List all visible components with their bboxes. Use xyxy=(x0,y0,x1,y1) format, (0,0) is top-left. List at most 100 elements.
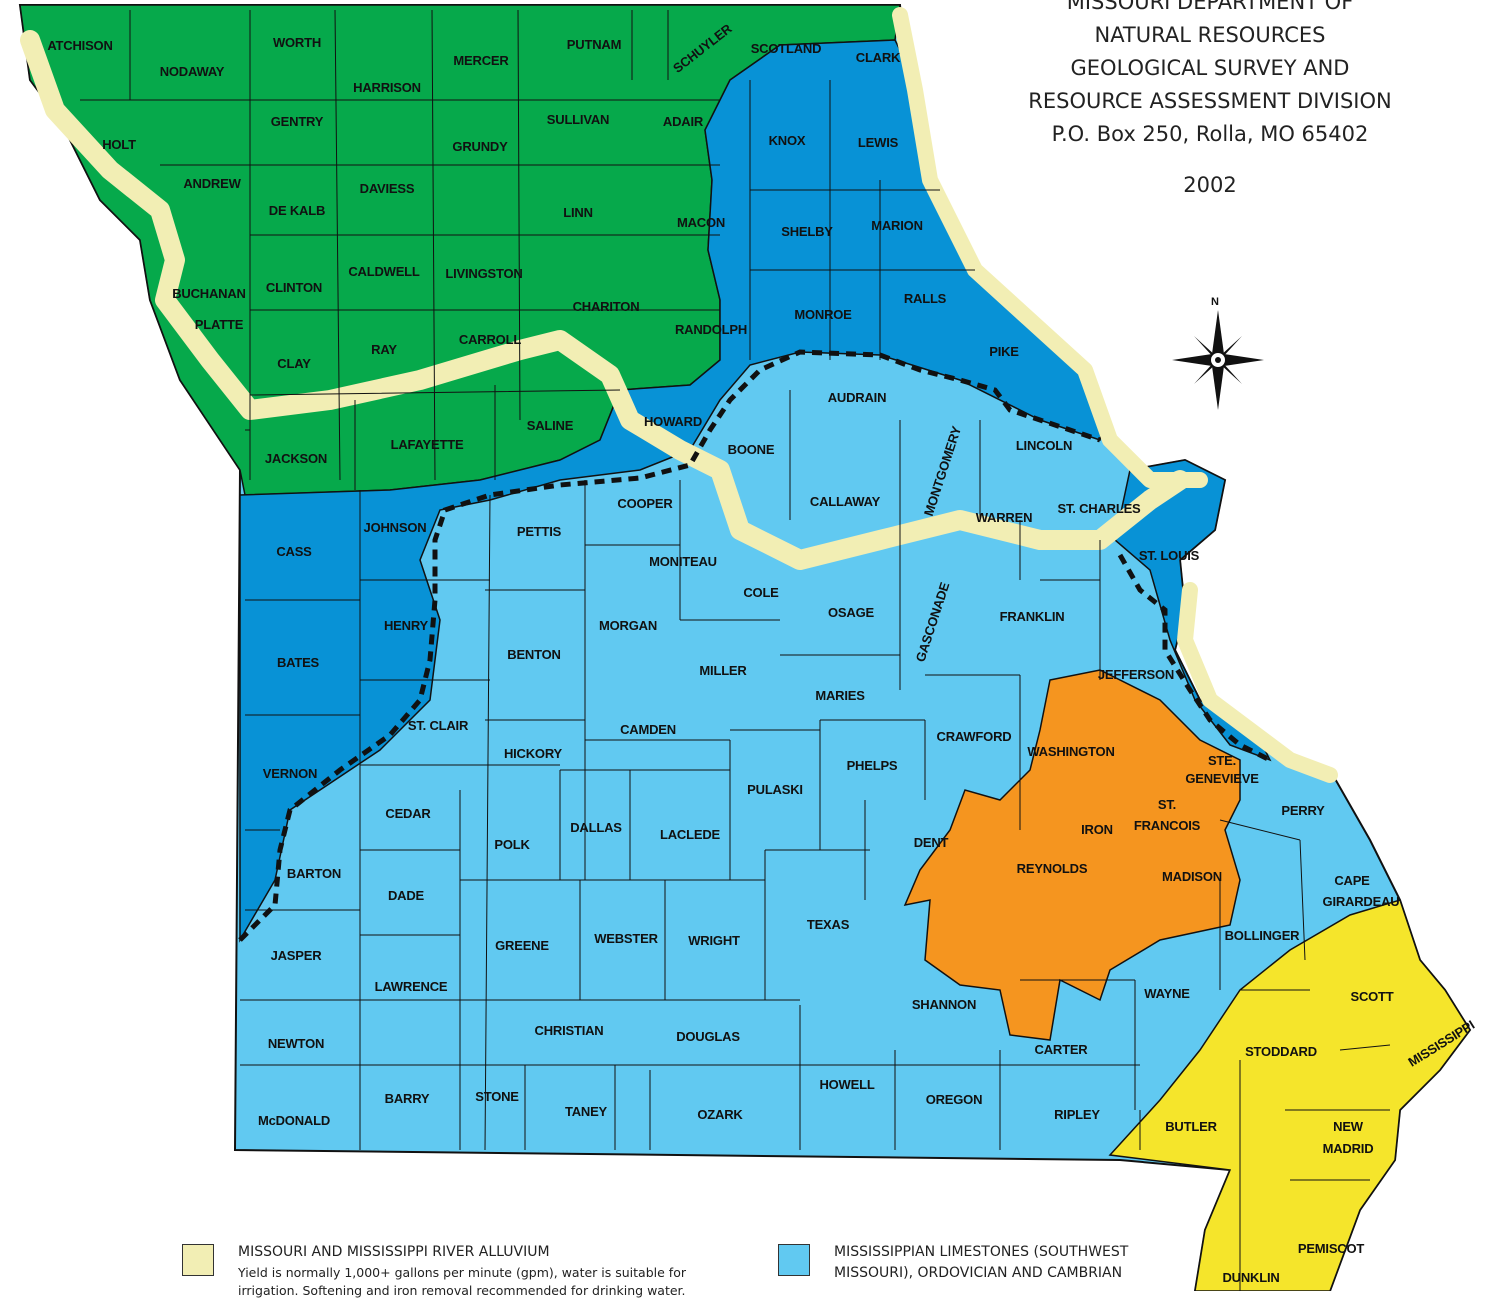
county-label: DAVIESS xyxy=(360,181,415,196)
county-label: KNOX xyxy=(769,133,806,148)
county-label: OREGON xyxy=(926,1092,983,1107)
county-label: CHRISTIAN xyxy=(535,1023,604,1038)
legend-desc-alluvium: Yield is normally 1,000+ gallons per min… xyxy=(238,1265,686,1280)
agency-title-block: MISSOURI DEPARTMENT OF NATURAL RESOURCES… xyxy=(1000,0,1420,202)
county-label: GREENE xyxy=(495,938,549,953)
county-label: CALLAWAY xyxy=(810,494,881,509)
county-label: GIRARDEAU xyxy=(1323,894,1400,909)
county-label: WORTH xyxy=(273,35,321,50)
county-label: ADAIR xyxy=(663,114,704,129)
county-label: MADISON xyxy=(1162,869,1222,884)
county-label: AUDRAIN xyxy=(828,390,887,405)
county-label: PIKE xyxy=(989,344,1019,359)
county-label: JASPER xyxy=(271,948,323,963)
county-label: LINN xyxy=(563,205,593,220)
legend-title-alluvium: MISSOURI AND MISSISSIPPI RIVER ALLUVIUM xyxy=(238,1244,550,1260)
county-label: MONROE xyxy=(794,307,852,322)
county-label: ST. CHARLES xyxy=(1057,501,1141,516)
county-label: FRANKLIN xyxy=(1000,609,1065,624)
county-label: LACLEDE xyxy=(660,827,721,842)
county-label: CLINTON xyxy=(266,280,322,295)
title-line-3: GEOLOGICAL SURVEY AND xyxy=(1070,56,1350,80)
county-label: McDONALD xyxy=(258,1113,330,1128)
county-boundaries xyxy=(80,9,1391,1291)
county-label: OSAGE xyxy=(828,605,874,620)
county-label: PETTIS xyxy=(517,524,562,539)
county-label: TANEY xyxy=(565,1104,608,1119)
county-label: BATES xyxy=(277,655,320,670)
county-label: BENTON xyxy=(507,647,560,662)
county-label: JOHNSON xyxy=(364,520,427,535)
county-label: ST. CLAIR xyxy=(408,718,469,733)
county-label: RANDOLPH xyxy=(675,322,747,337)
county-label: FRANCOIS xyxy=(1134,818,1201,833)
county-label: OZARK xyxy=(697,1107,743,1122)
dashed-boundary xyxy=(238,349,1101,942)
county-label: HOWARD xyxy=(644,414,702,429)
legend-swatch-alluvium xyxy=(182,1244,214,1276)
county-label: LINCOLN xyxy=(1016,438,1072,453)
county-label: LAWRENCE xyxy=(375,979,448,994)
county-label: SALINE xyxy=(527,418,574,433)
county-label: MARIES xyxy=(815,688,865,703)
county-label: MADRID xyxy=(1323,1141,1374,1156)
county-label: RAY xyxy=(371,342,397,357)
county-label: MORGAN xyxy=(599,618,657,633)
county-label: JACKSON xyxy=(265,451,327,466)
county-label: GRUNDY xyxy=(452,139,508,154)
county-label: ST. xyxy=(1158,797,1176,812)
county-label: RIPLEY xyxy=(1054,1107,1100,1122)
county-label: HENRY xyxy=(384,618,429,633)
county-label: STONE xyxy=(475,1089,519,1104)
county-label: JEFFERSON xyxy=(1098,667,1174,682)
county-label: CAPE xyxy=(1334,873,1370,888)
county-label: NEWTON xyxy=(268,1036,324,1051)
county-label: CASS xyxy=(276,544,312,559)
compass-north-label: N xyxy=(1211,296,1219,308)
county-label: CALDWELL xyxy=(348,264,420,279)
title-line-4: RESOURCE ASSESSMENT DIVISION xyxy=(1028,89,1392,113)
county-label: MACON xyxy=(677,215,725,230)
orange-region xyxy=(903,669,1241,1041)
county-label: DOUGLAS xyxy=(676,1029,740,1044)
county-label: NEW xyxy=(1333,1119,1364,1134)
county-label: CEDAR xyxy=(385,806,431,821)
county-label: WRIGHT xyxy=(688,933,740,948)
county-label: PHELPS xyxy=(847,758,898,773)
county-label: HOWELL xyxy=(819,1077,874,1092)
county-label: ST. LOUIS xyxy=(1139,548,1200,563)
county-label: WASHINGTON xyxy=(1027,744,1114,759)
county-label: PULASKI xyxy=(747,782,803,797)
county-label: LIVINGSTON xyxy=(445,266,522,281)
county-label: HOLT xyxy=(102,137,136,152)
county-label: CARROLL xyxy=(459,332,521,347)
county-label: DENT xyxy=(914,835,949,850)
county-label: MARION xyxy=(871,218,923,233)
county-label: IRON xyxy=(1081,822,1113,837)
county-label: GENEVIEVE xyxy=(1185,771,1259,786)
county-label: CRAWFORD xyxy=(937,729,1012,744)
county-label: MONITEAU xyxy=(649,554,717,569)
county-label: WEBSTER xyxy=(594,931,658,946)
legend-desc2-alluvium: irrigation. Softening and iron removal r… xyxy=(238,1283,686,1298)
county-label: STODDARD xyxy=(1245,1044,1317,1059)
county-label: BUTLER xyxy=(1165,1119,1217,1134)
county-label: HICKORY xyxy=(504,746,563,761)
missouri-river-alluvium xyxy=(20,30,1190,570)
county-label: POLK xyxy=(494,837,530,852)
county-label: SULLIVAN xyxy=(547,112,609,127)
county-label: VERNON xyxy=(263,766,317,781)
mississippi-river-alluvium xyxy=(892,7,1338,783)
county-label: RALLS xyxy=(904,291,947,306)
title-line-5: P.O. Box 250, Rolla, MO 65402 xyxy=(1051,122,1369,146)
county-label: ANDREW xyxy=(183,176,241,191)
county-label: SCOTLAND xyxy=(751,41,822,56)
county-label: PERRY xyxy=(1281,803,1325,818)
county-label: DALLAS xyxy=(570,820,622,835)
county-label: MERCER xyxy=(453,53,509,68)
legend-swatch-mississippian xyxy=(778,1244,810,1276)
county-label: CHARITON xyxy=(573,299,640,314)
title-line-2: NATURAL RESOURCES xyxy=(1094,23,1326,47)
county-label: LEWIS xyxy=(858,135,899,150)
county-label: BARTON xyxy=(287,866,341,881)
